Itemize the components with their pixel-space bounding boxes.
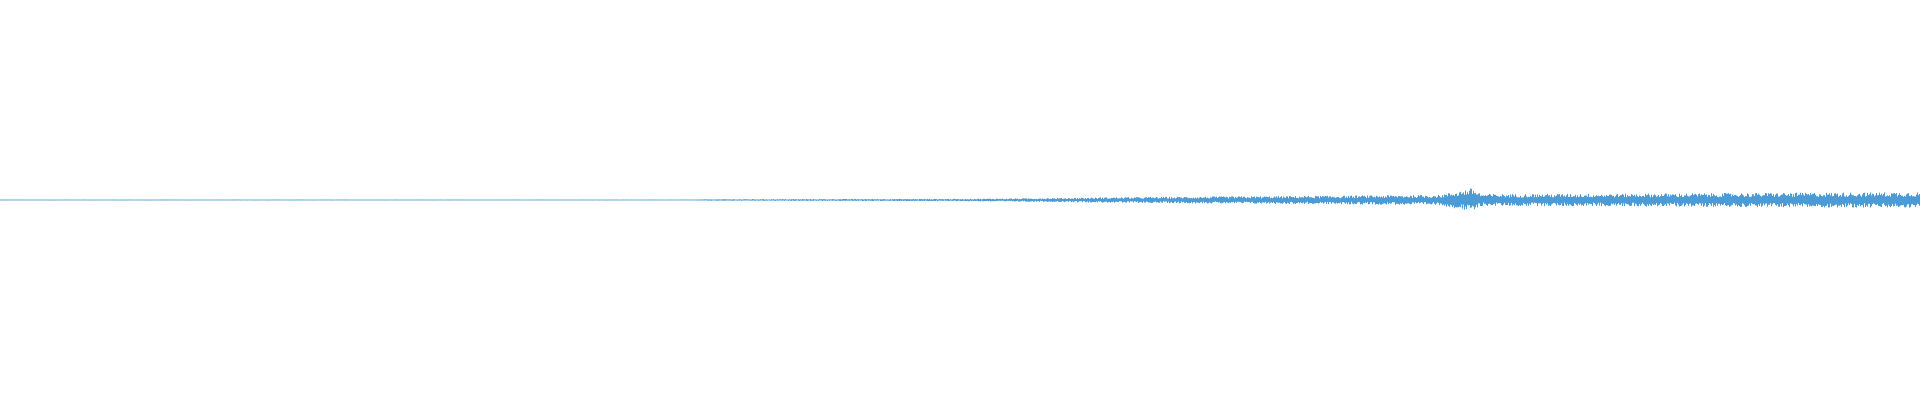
waveform-signal [0,188,1920,210]
